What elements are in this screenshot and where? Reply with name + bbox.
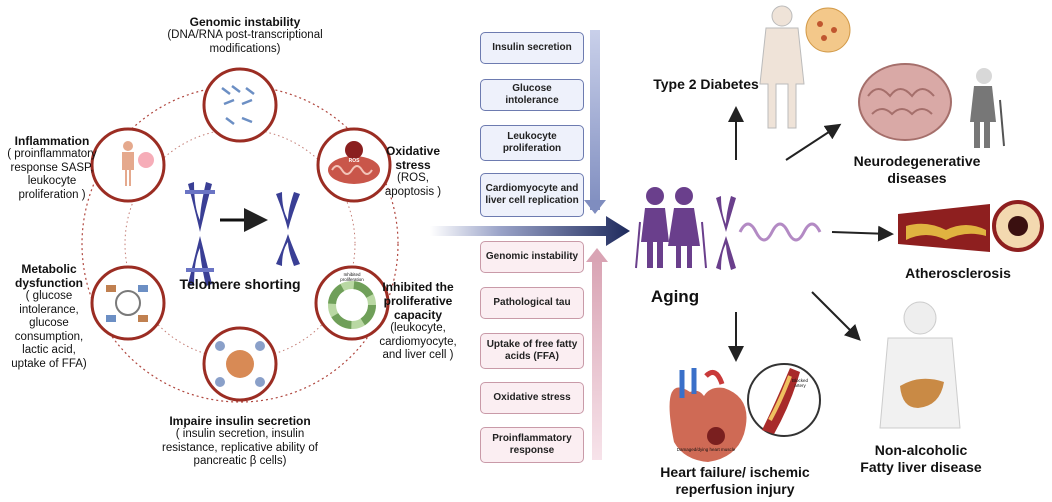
inhibited-capacity-detail: (leukocyte, cardiomyocyte, and liver cel… (379, 322, 457, 361)
inflammation-title: Inflammation (14, 134, 90, 148)
up-box-leukocyte-proliferation: Leukocyte proliferation (480, 125, 584, 161)
up-box-insulin-secretion: Insulin secretion (480, 32, 584, 64)
aging-chromosome-icon (716, 196, 822, 270)
ros-icon-label: ROS (348, 158, 360, 164)
heart-icon (669, 363, 821, 462)
down-box-ffa-uptake: Uptake of free fatty acids (FFA) (480, 333, 584, 369)
inflammation-label: Inflammation ( proinflammatory response … (4, 134, 100, 202)
impaire-insulin-detail: ( insulin secretion, insulin resistance,… (162, 428, 318, 467)
inflammation-body-icon (90, 127, 166, 203)
mitochondria-icon (316, 127, 392, 203)
genomic-instability-detail: (DNA/RNA post-transcriptional modificati… (167, 29, 323, 55)
elderly-person-icon (970, 68, 1005, 148)
arrow-to-athero (831, 225, 894, 242)
metabolic-dysfunction-detail: ( glucose intolerance, glucose consumpti… (11, 290, 87, 370)
cell-cycle-icon (314, 265, 390, 341)
neurodegenerative-label: Neurodegenerative diseases (853, 153, 981, 186)
down-box-oxidative-stress: Oxidative stress (480, 382, 584, 414)
inhibited-capacity-title: Inhibited the proliferative capacity (382, 280, 454, 322)
atherosclerosis-label: Atherosclerosis (905, 265, 1011, 281)
down-box-pathological-tau: Pathological tau (480, 287, 584, 319)
human-body-icon (759, 5, 851, 129)
metabolism-icon (90, 265, 166, 341)
type2-diabetes-label: Type 2 Diabetes (653, 76, 759, 92)
arrow-to-nafld (811, 291, 861, 341)
genomic-instability-title: Genomic instability (189, 15, 301, 29)
down-box-proinflammatory-response: Proinflammatory response (480, 427, 584, 463)
elderly-couple-icon (635, 187, 707, 269)
brain-icon (858, 63, 952, 141)
inflammation-detail: ( proinflammatory response SASP, leukocy… (7, 148, 97, 201)
pancreas-icon (202, 326, 278, 402)
up-column-arrow (590, 30, 600, 210)
up-box-glucose-intolerance: Glucose intolerance (480, 79, 584, 111)
heart-failure-label: Heart failure/ ischemic reperfusion inju… (660, 464, 810, 497)
main-arrow (430, 216, 630, 246)
impaire-insulin-title: Impaire insulin secretion (169, 414, 311, 428)
oxidative-stress-detail: (ROS, apoptosis ) (384, 172, 442, 198)
dna-modification-icon (202, 67, 278, 143)
oxidative-stress-title: Oxidative stress (385, 144, 441, 172)
artery-icon (898, 200, 1044, 252)
impaire-insulin-label: Impaire insulin secretion ( insulin secr… (150, 414, 330, 469)
liver-body-icon (879, 301, 961, 429)
arrow-to-neuro (785, 123, 842, 161)
outer-ring (81, 85, 399, 403)
aging-label: Aging (650, 287, 700, 306)
oxidative-stress-label: Oxidative stress (ROS, apoptosis ) (376, 144, 450, 199)
metabolic-dysfunction-title: Metabolic dysfunction (15, 262, 83, 290)
up-box-cardiomyocyte-replication: Cardiomyocyte and liver cell replication (480, 173, 584, 217)
nafld-label: Non-alcoholic Fatty liver disease (856, 442, 986, 476)
damaged-heart-muscle-label: Damaged/dying heart muscle (676, 447, 736, 452)
genomic-instability-label: Genomic instability (DNA/RNA post-transc… (160, 15, 330, 56)
metabolic-dysfunction-label: Metabolic dysfunction ( glucose intolera… (8, 262, 90, 371)
nafld-line2: Fatty liver disease (860, 459, 982, 475)
blocked-artery-label: Blocked artery (791, 378, 808, 388)
telomere-shorting-label: Telomere shorting (179, 276, 301, 292)
long-chromosome-icon (185, 182, 215, 286)
down-box-genomic-instability: Genomic instability (480, 241, 584, 273)
short-chromosome-icon (276, 192, 300, 266)
cycle-icon-label: Inhibited proliferation (340, 272, 364, 282)
down-column-arrow (592, 260, 602, 460)
inhibited-capacity-label: Inhibited the proliferative capacity (le… (378, 280, 458, 363)
nafld-line1: Non-alcoholic (874, 442, 968, 458)
